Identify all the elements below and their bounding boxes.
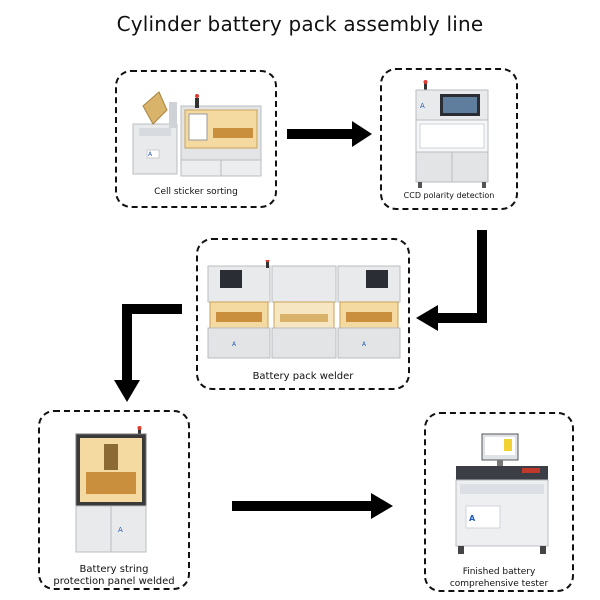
- svg-text:A: A: [469, 514, 476, 523]
- comprehensive-tester-machine-image: A: [455, 433, 549, 554]
- svg-text:A: A: [420, 102, 425, 110]
- step-5-label-line2: comprehensive tester: [449, 579, 549, 589]
- step-finished-battery-comprehensive-tester: A Finished battery comprehensive tester: [424, 412, 574, 592]
- step-3-label: Battery pack welder: [252, 371, 354, 382]
- step-4-label: Battery string protection panel welded: [40, 564, 188, 588]
- arrow-4-to-5: [232, 493, 393, 519]
- arrow-3-to-4: [114, 304, 182, 402]
- step-5-label-line1: Finished battery: [462, 567, 536, 577]
- step-5-label: Finished battery comprehensive tester: [426, 566, 572, 590]
- svg-text:A: A: [362, 341, 367, 348]
- svg-text:A: A: [118, 526, 123, 534]
- step-4-label-line2: protection panel welded: [53, 576, 175, 587]
- svg-text:A: A: [232, 341, 237, 348]
- cell-sticker-sorting-machine-image: A: [132, 91, 262, 177]
- step-1-label: Cell sticker sorting: [154, 187, 238, 197]
- protection-panel-welder-machine-image: A: [75, 426, 147, 553]
- step-2-label: CCD polarity detection: [403, 191, 495, 200]
- step-battery-string-protection-panel-welded: A Battery string protection panel welded: [38, 410, 190, 590]
- step-battery-pack-welder: A A Battery pack welder: [196, 238, 410, 390]
- step-4-label-line1: Battery string: [79, 564, 149, 575]
- arrow-2-to-3: [416, 230, 487, 331]
- step-cell-sticker-sorting: A Cell sticker sorting: [115, 70, 277, 208]
- svg-text:A: A: [148, 151, 153, 158]
- ccd-polarity-detection-machine-image: A: [415, 80, 489, 188]
- diagram-title: Cylinder battery pack assembly line: [116, 12, 484, 36]
- step-ccd-polarity-detection: A CCD polarity detection: [380, 68, 518, 210]
- arrow-1-to-2: [287, 121, 372, 147]
- battery-pack-welder-machine-image: A A: [207, 260, 401, 359]
